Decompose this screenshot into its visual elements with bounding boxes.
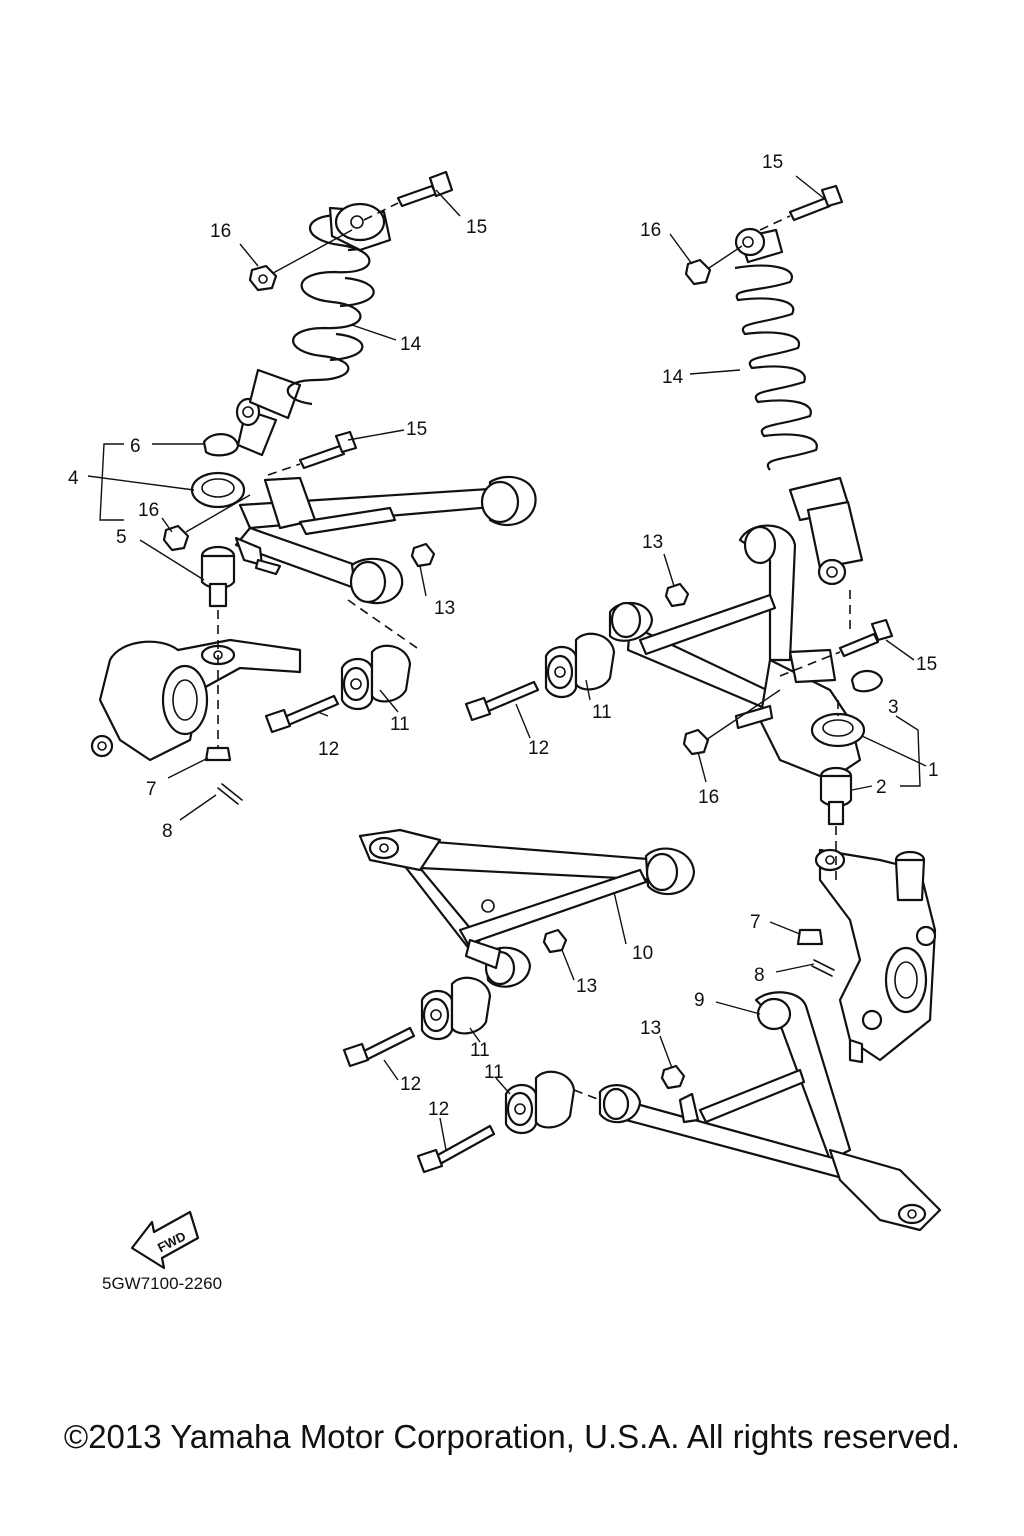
left-shock-absorber bbox=[235, 202, 392, 457]
callout-15: 15 bbox=[762, 152, 783, 173]
left-arm-nut-13 bbox=[410, 542, 436, 568]
callout-8: 8 bbox=[754, 965, 765, 986]
callout-10: 10 bbox=[632, 943, 653, 964]
callout-11: 11 bbox=[484, 1062, 504, 1083]
callout-11: 11 bbox=[470, 1040, 490, 1061]
callout-13: 13 bbox=[642, 532, 663, 553]
left-ball-joint-housing bbox=[190, 471, 246, 509]
callout-11: 11 bbox=[592, 702, 612, 723]
lower-a-arm-10 bbox=[358, 828, 696, 988]
left-upper-bolt bbox=[396, 170, 454, 208]
callout-16: 16 bbox=[640, 220, 661, 241]
lower-bushing-pair-b bbox=[504, 1070, 576, 1135]
copyright-notice: ©2013 Yamaha Motor Corporation, U.S.A. A… bbox=[63, 1418, 961, 1455]
forward-direction-arrow: FWD bbox=[130, 1210, 200, 1270]
lower-bolt-12b bbox=[416, 1124, 496, 1174]
left-upper-ball-joint bbox=[200, 545, 236, 608]
callout-3: 3 bbox=[888, 697, 899, 718]
callout-16: 16 bbox=[138, 500, 159, 521]
right-upper-ball-joint bbox=[819, 766, 853, 826]
callout-7: 7 bbox=[146, 779, 157, 800]
callout-12: 12 bbox=[318, 739, 339, 760]
callout-5: 5 bbox=[116, 527, 127, 548]
left-arm-nut-16 bbox=[162, 524, 190, 552]
right-steering-knuckle bbox=[814, 848, 937, 1064]
right-shock-absorber bbox=[734, 227, 864, 586]
callout-12: 12 bbox=[528, 738, 549, 759]
right-upper-bolt-12 bbox=[464, 680, 540, 722]
callout-4: 4 bbox=[68, 468, 79, 489]
right-arm-bolt-15 bbox=[838, 618, 894, 658]
callout-numbers: 16 15 14 15 6 4 16 5 13 11 12 7 8 15 16 … bbox=[68, 152, 939, 1120]
callout-13: 13 bbox=[434, 598, 455, 619]
callout-8: 8 bbox=[162, 821, 173, 842]
right-castle-nut bbox=[796, 928, 824, 946]
left-steering-knuckle bbox=[90, 638, 302, 762]
diagram-code: 5GW7100-2260 bbox=[102, 1274, 223, 1293]
callout-14: 14 bbox=[400, 334, 422, 355]
right-circlip bbox=[850, 669, 884, 693]
right-ball-joint-housing bbox=[810, 712, 866, 748]
left-bolt-12 bbox=[264, 694, 340, 734]
right-upper-bushing-pair bbox=[544, 632, 616, 699]
callout-12: 12 bbox=[428, 1099, 449, 1120]
callout-15: 15 bbox=[466, 217, 487, 238]
callout-7: 7 bbox=[750, 912, 761, 933]
callout-16: 16 bbox=[210, 221, 231, 242]
callout-16: 16 bbox=[698, 787, 719, 808]
callout-13: 13 bbox=[576, 976, 597, 997]
callout-leader-lines bbox=[87, 175, 927, 1151]
callout-11: 11 bbox=[390, 714, 410, 735]
right-arm-nut-16 bbox=[682, 728, 710, 756]
lower-arm-nut-13b bbox=[660, 1064, 686, 1090]
lower-arm-nut-13a bbox=[542, 928, 568, 954]
left-upper-a-arm bbox=[234, 475, 537, 605]
right-upper-bolt bbox=[788, 184, 844, 222]
callout-6: 6 bbox=[130, 436, 141, 457]
right-upper-nut bbox=[684, 258, 712, 286]
right-arm-nut-13 bbox=[664, 582, 690, 608]
left-bushing-pair bbox=[340, 644, 412, 711]
callout-14: 14 bbox=[662, 367, 684, 388]
right-cotter-pin bbox=[811, 959, 835, 977]
callout-1: 1 bbox=[928, 760, 939, 781]
callout-13: 13 bbox=[640, 1018, 661, 1039]
left-castle-nut bbox=[204, 746, 232, 762]
lower-a-arm-9 bbox=[598, 991, 942, 1232]
left-cotter-pin bbox=[217, 783, 243, 805]
callout-12: 12 bbox=[400, 1074, 421, 1095]
lower-bushing-pair-a bbox=[420, 976, 492, 1041]
lower-bolt-12a bbox=[342, 1026, 416, 1068]
left-arm-bolt-15 bbox=[298, 430, 358, 470]
left-circlip bbox=[202, 433, 240, 457]
callout-9: 9 bbox=[694, 990, 705, 1011]
left-upper-nut bbox=[248, 264, 278, 292]
callout-15: 15 bbox=[916, 654, 937, 675]
callout-2: 2 bbox=[876, 777, 887, 798]
callout-15: 15 bbox=[406, 419, 427, 440]
